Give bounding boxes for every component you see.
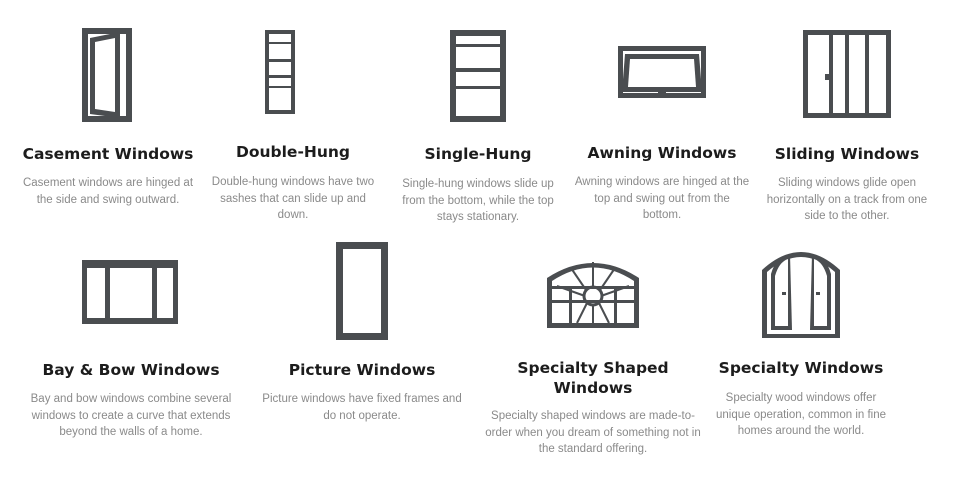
window-card-description: Sliding windows glide open horizontally …	[766, 177, 928, 222]
window-card-title: Picture Windows	[288, 361, 436, 379]
window-card-title: Specialty Windows	[718, 359, 884, 377]
awning-window-icon	[618, 46, 706, 98]
window-card-description: Specialty wood windows offer unique oper…	[715, 392, 887, 437]
window-card-single-hung[interactable]: Single-Hung Single-hung windows slide up…	[390, 26, 566, 231]
specialty-shaped-window-icon	[547, 262, 639, 328]
window-card-awning[interactable]: Awning Windows Awning windows are hinged…	[574, 26, 750, 231]
window-card-description: Bay and bow windows combine several wind…	[30, 393, 232, 438]
window-card-sliding[interactable]: Sliding Windows Sliding windows glide op…	[758, 26, 936, 231]
window-card-double-hung[interactable]: Double-Hung Double-hung windows have two…	[205, 26, 381, 231]
specialty-window-icon	[762, 252, 840, 338]
window-card-description: Specialty shaped windows are made-to-ord…	[485, 410, 701, 455]
window-card-description: Single-hung windows slide up from the bo…	[402, 178, 554, 223]
window-card-title: Single-Hung	[424, 145, 532, 163]
window-card-picture[interactable]: Picture Windows Picture windows have fix…	[262, 240, 462, 445]
window-card-specialty-shaped[interactable]: Specialty Shaped Windows Specialty shape…	[484, 254, 702, 484]
window-card-description: Awning windows are hinged at the top and…	[574, 176, 750, 221]
window-card-title: Double-Hung	[235, 143, 351, 161]
window-card-casement[interactable]: Casement Windows Casement windows are hi…	[20, 26, 196, 231]
window-card-description: Picture windows have fixed frames and do…	[262, 393, 462, 422]
window-card-title: Casement Windows	[22, 145, 194, 163]
window-card-description: Casement windows are hinged at the side …	[22, 177, 194, 206]
window-card-title: Bay & Bow Windows	[42, 361, 220, 379]
single-hung-window-icon	[450, 30, 506, 122]
picture-window-icon	[336, 242, 388, 340]
window-card-bay-bow[interactable]: Bay & Bow Windows Bay and bow windows co…	[28, 258, 234, 468]
window-card-title: Sliding Windows	[774, 145, 920, 163]
window-card-specialty[interactable]: Specialty Windows Specialty wood windows…	[712, 244, 890, 449]
sliding-window-icon	[803, 30, 891, 118]
window-card-title: Awning Windows	[587, 144, 737, 162]
casement-window-icon	[82, 28, 132, 122]
window-card-title: Specialty Shaped Windows	[517, 359, 669, 397]
window-card-description: Double-hung windows have two sashes that…	[211, 176, 375, 221]
bay-bow-window-icon	[82, 260, 178, 324]
double-hung-window-icon	[265, 30, 295, 114]
